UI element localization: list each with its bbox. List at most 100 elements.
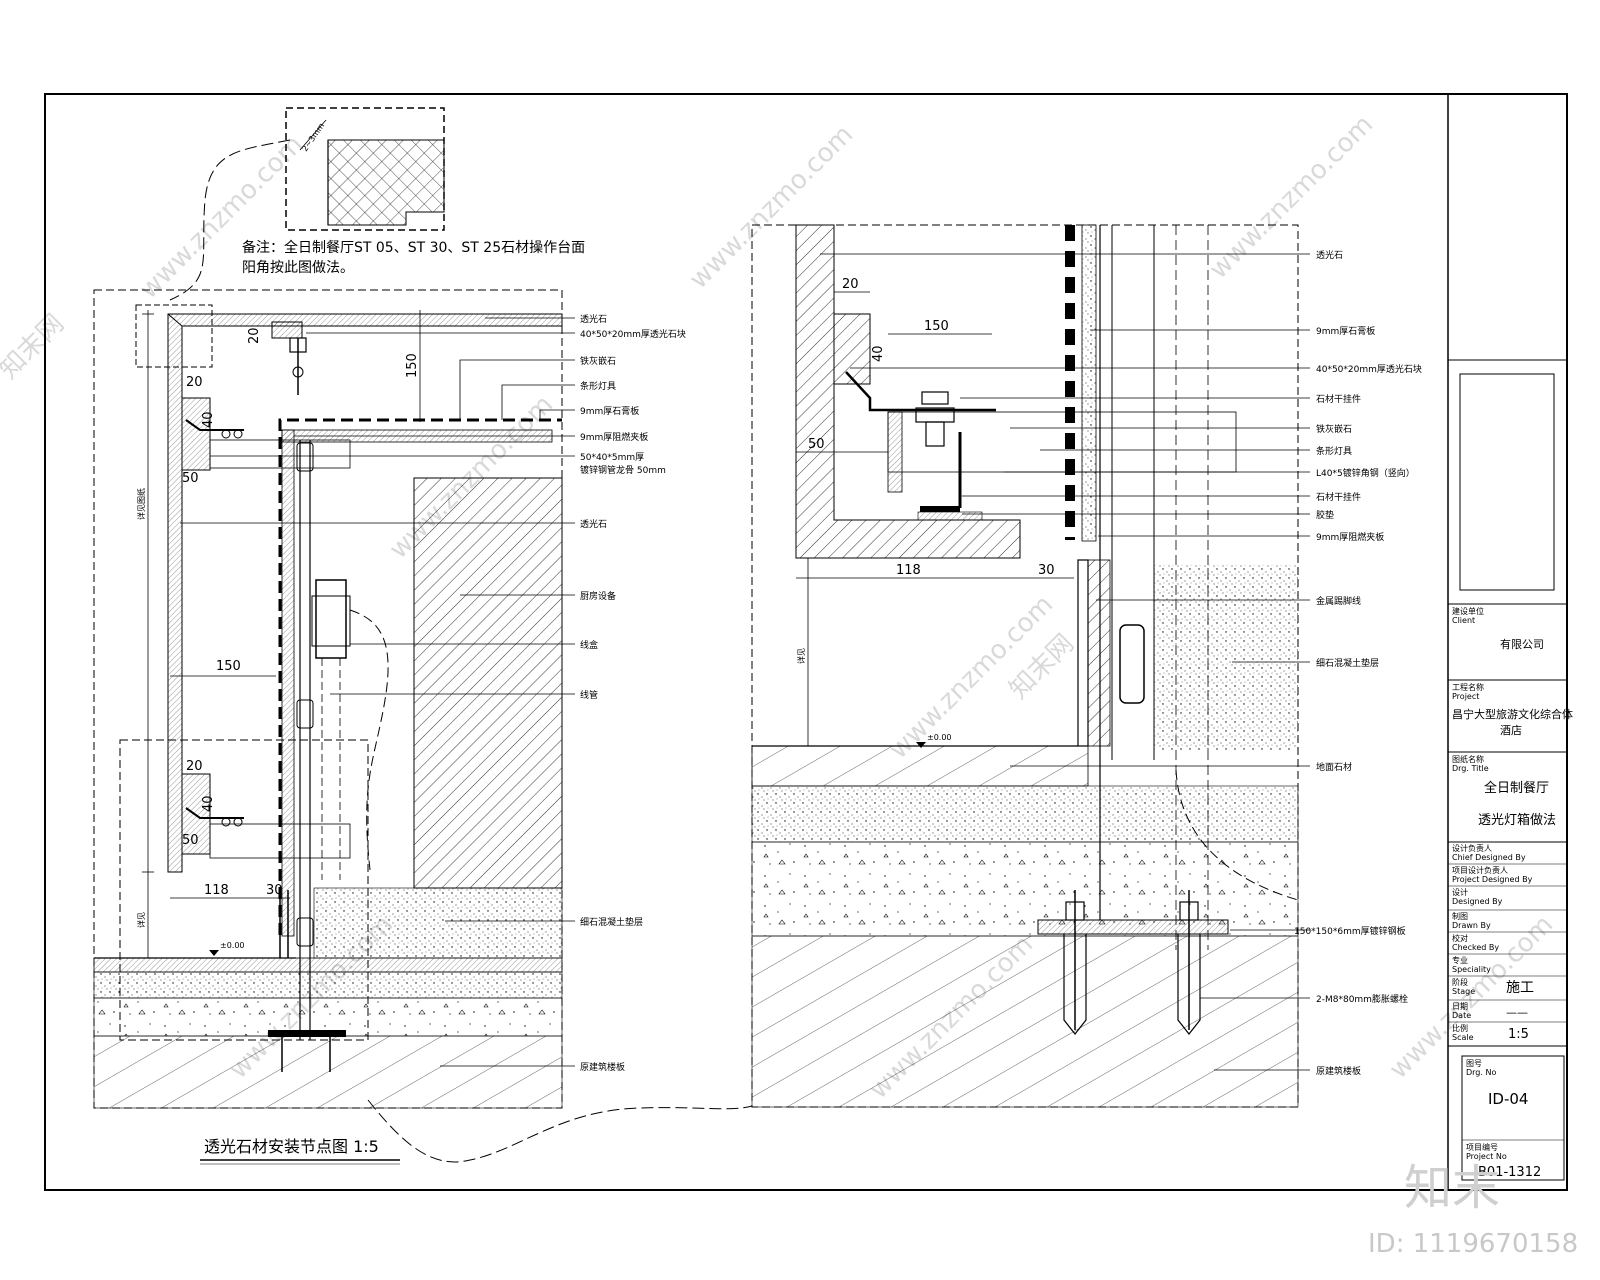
right-label-15: 原建筑楼板: [1316, 1065, 1361, 1077]
tb-date-value: ——: [1506, 1006, 1528, 1019]
tb-checked-en: Checked By: [1452, 943, 1499, 952]
tb-drawn-cn: 制图: [1452, 911, 1468, 921]
tb-drg-no-en: Drg. No: [1466, 1068, 1496, 1077]
left-dimensions: 详见图纸 详见 150 20 20 40 50 150 20 40 50 118…: [136, 310, 421, 959]
tb-stage-en: Stage: [1452, 987, 1475, 996]
left-dim-118: 118: [204, 883, 229, 898]
left-label-6: 50*40*5mm厚: [580, 452, 644, 463]
tb-date-en: Date: [1452, 1011, 1471, 1020]
watermark-site: www.znzmo.com: [134, 130, 309, 305]
tb-client-en: Client: [1452, 616, 1475, 625]
tb-pm-cn: 项目设计负责人: [1452, 865, 1508, 875]
drawing-title: 透光石材安装节点图 1:5: [204, 1137, 379, 1156]
tb-project-value-1: 昌宁大型旅游文化综合体: [1452, 707, 1573, 721]
right-callouts: 透光石 9mm厚石膏板 40*50*20mm厚透光石块 石材干挂件 铁灰嵌石 条…: [1294, 249, 1422, 1077]
left-label-8: 透光石: [580, 518, 607, 530]
tb-checked-cn: 校对: [1452, 933, 1468, 943]
right-label-10: 金属踢脚线: [1316, 595, 1361, 607]
right-dim-height: 详见: [796, 648, 806, 664]
left-dim-height: 详见图纸: [136, 488, 146, 520]
left-dim-50-a: 50: [182, 471, 199, 486]
tb-specialty-en: Speciality: [1452, 965, 1491, 974]
tb-drawing-cn: 图纸名称: [1452, 754, 1484, 764]
tb-drawing-value-1: 全日制餐厅: [1484, 780, 1549, 796]
tb-project-en: Project: [1452, 692, 1479, 701]
tb-scale-cn: 比例: [1452, 1023, 1468, 1033]
left-dim-40-a: 40: [201, 411, 216, 428]
tb-project-no-en: Project No: [1466, 1152, 1507, 1161]
tb-drawing-en: Drg. Title: [1452, 764, 1489, 773]
left-dim-30: 30: [266, 883, 283, 898]
note-line-2: 阳角按此图做法。: [242, 260, 354, 276]
right-label-6: L40*5镀锌角钢（竖向）: [1316, 467, 1415, 479]
title-block: 建设单位 Client 有限公司 工程名称 Project 昌宁大型旅游文化综合…: [1447, 359, 1573, 1181]
tb-designer-cn: 设计: [1452, 887, 1468, 897]
right-label-1: 9mm厚石膏板: [1316, 325, 1375, 337]
left-label-1: 40*50*20mm厚透光石块: [580, 328, 686, 340]
tb-scale-en: Scale: [1452, 1033, 1474, 1042]
right-label-4: 铁灰嵌石: [1316, 423, 1352, 435]
tb-drg-no-cn: 图号: [1466, 1059, 1482, 1068]
left-dim-150-v: 150: [405, 353, 420, 378]
right-label-14: 2-M8*80mm膨胀螺栓: [1316, 993, 1408, 1005]
right-dim-30: 30: [1038, 563, 1055, 578]
left-leaders: [180, 317, 575, 1067]
tb-drawn-en: Drawn By: [1452, 921, 1491, 930]
left-dim-20-b: 20: [186, 759, 203, 774]
left-label-0: 透光石: [580, 313, 607, 325]
left-dim-20-top: 20: [247, 327, 262, 344]
tb-chief-en: Chief Designed By: [1452, 853, 1526, 862]
tb-client-cn: 建设单位: [1452, 606, 1484, 616]
right-label-8: 胶垫: [1316, 509, 1334, 521]
tb-stage-cn: 阶段: [1452, 977, 1468, 987]
tb-pm-en: Project Designed By: [1452, 875, 1533, 884]
left-label-5: 9mm厚阻燃夹板: [580, 431, 648, 443]
tb-stage-value: 施工: [1506, 980, 1534, 996]
left-label-3: 条形灯具: [580, 380, 616, 392]
right-dim-150: 150: [924, 319, 949, 334]
left-dim-20-a: 20: [186, 375, 203, 390]
right-label-5: 条形灯具: [1316, 445, 1352, 457]
left-dim-150-h: 150: [216, 659, 241, 674]
sheet-border: [44, 93, 1568, 1191]
left-dim-50-b: 50: [182, 833, 199, 848]
left-label-11: 线管: [580, 689, 598, 701]
tb-project-cn: 工程名称: [1452, 682, 1484, 692]
note-line-1: 备注：全日制餐厅ST 05、ST 30、ST 25石材操作台面: [242, 239, 585, 256]
right-label-13: 150*150*6mm厚镀锌钢板: [1294, 925, 1406, 937]
anchor-bolt-1: [1063, 890, 1087, 1035]
tb-designer-en: Designed By: [1452, 897, 1503, 906]
tb-date-cn: 日期: [1452, 1002, 1468, 1011]
right-label-0: 透光石: [1316, 249, 1343, 261]
tb-drawing-value-2: 透光灯箱做法: [1478, 812, 1556, 828]
tb-chief-cn: 设计负责人: [1452, 843, 1492, 853]
tb-client-value: 有限公司: [1500, 637, 1544, 651]
left-section: ±0.00 详见图纸 详见 150 20 20 40 50 150 20 40 …: [93, 289, 686, 1109]
right-leaders: [820, 253, 1310, 1071]
tb-scale-value: 1:5: [1508, 1027, 1529, 1042]
right-dim-50: 50: [808, 437, 825, 452]
left-label-12: 细石混凝土垫层: [580, 916, 643, 928]
left-dim-40-b: 40: [201, 795, 216, 812]
right-level-mark: ±0.00: [927, 733, 952, 742]
anchor-bolt-2: [1177, 890, 1201, 1035]
watermark-id: ID: 1119670158: [1368, 1229, 1578, 1259]
left-label-4: 9mm厚石膏板: [580, 405, 639, 417]
right-label-2: 40*50*20mm厚透光石块: [1316, 363, 1422, 375]
right-label-3: 石材干挂件: [1316, 393, 1361, 405]
left-level-mark: ±0.00: [220, 941, 245, 950]
right-dim-40: 40: [871, 345, 886, 362]
tb-project-value-2: 酒店: [1500, 723, 1522, 737]
watermark-site: www.znzmo.com: [1204, 110, 1379, 285]
left-label-2: 铁灰嵌石: [580, 355, 616, 367]
right-label-7: 石材干挂件: [1316, 491, 1361, 503]
right-dim-118: 118: [896, 563, 921, 578]
right-dim-20: 20: [842, 277, 859, 292]
left-label-13: 原建筑楼板: [580, 1061, 625, 1073]
tb-project-no-value: B01-1312: [1478, 1165, 1541, 1180]
right-label-12: 地面石材: [1316, 761, 1352, 773]
left-label-9: 厨房设备: [580, 590, 616, 602]
tb-drg-no-value: ID-04: [1488, 1090, 1528, 1108]
watermark-brand: 知末网: [0, 309, 70, 385]
